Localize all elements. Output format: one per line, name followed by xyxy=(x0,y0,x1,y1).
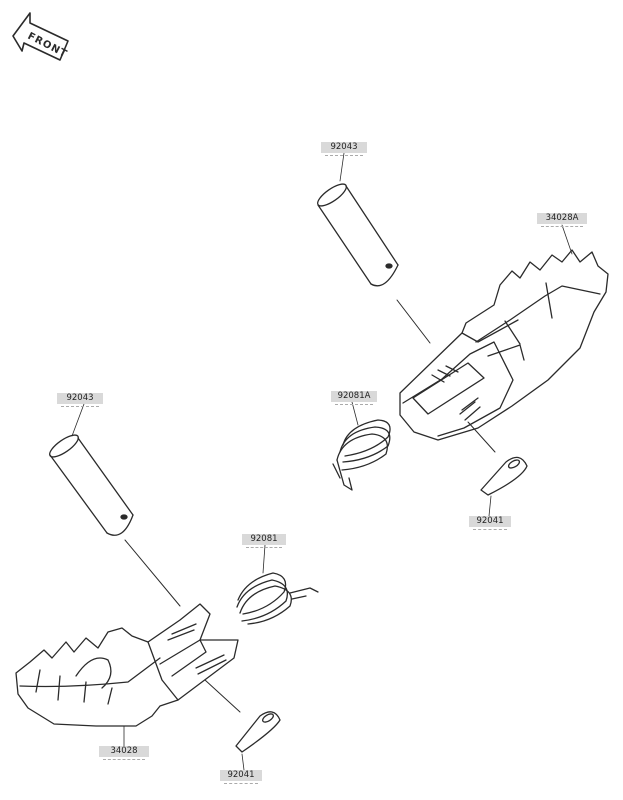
cotter-upper-shape xyxy=(480,456,528,496)
step-upper-shape xyxy=(399,249,609,441)
pin-lower-shape xyxy=(49,434,134,536)
part-label-34028[interactable]: 34028 xyxy=(99,746,149,760)
upper-pin-leader xyxy=(396,299,431,344)
part-label-34028a[interactable]: 34028A xyxy=(537,213,587,227)
part-label-92081a[interactable]: 92081A xyxy=(331,391,377,405)
part-label-92043-upper[interactable]: 92043 xyxy=(321,142,367,156)
lower-cotter-leader xyxy=(204,679,241,713)
label-leaders xyxy=(71,152,573,771)
step-lower-shape xyxy=(15,603,239,727)
part-label-92041-lower[interactable]: 92041 xyxy=(220,770,262,784)
spring-lower-shape xyxy=(236,572,319,625)
pin-upper-shape xyxy=(317,183,399,287)
cotter-lower-shape xyxy=(235,711,281,753)
part-label-92043-lower[interactable]: 92043 xyxy=(57,393,103,407)
front-arrow-icon: FRONT xyxy=(12,12,69,61)
part-label-92081[interactable]: 92081 xyxy=(242,534,286,548)
upper-cotter-leader xyxy=(467,421,496,453)
lower-pin-leader xyxy=(124,539,181,607)
part-label-92041-upper[interactable]: 92041 xyxy=(469,516,511,530)
spring-upper-shape xyxy=(332,419,391,491)
